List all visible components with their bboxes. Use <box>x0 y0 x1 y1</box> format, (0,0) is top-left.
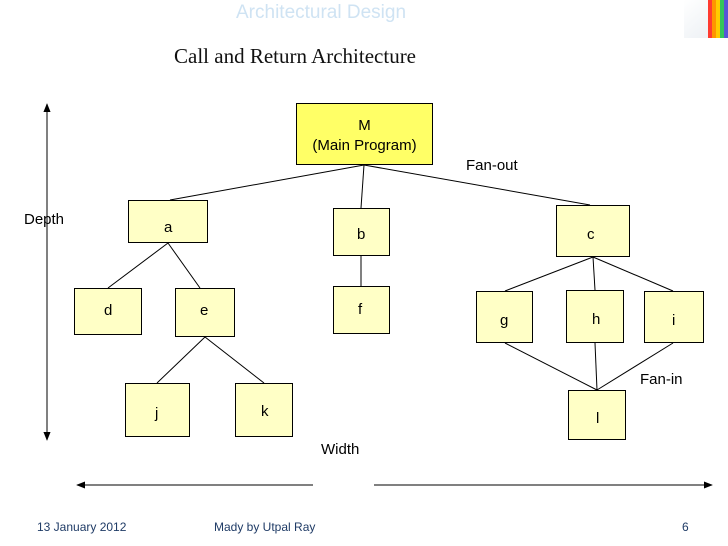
node-d-label: d <box>104 302 113 319</box>
corner-decoration <box>684 0 728 38</box>
node-j: j <box>125 383 190 437</box>
node-e: e <box>175 288 235 337</box>
node-a-label: a <box>164 219 173 236</box>
node-j-label: j <box>155 405 159 422</box>
node-h: h <box>566 290 624 343</box>
node-c-label: c <box>587 226 595 243</box>
node-i-label: i <box>672 312 676 329</box>
node-g-label: g <box>500 312 509 329</box>
edge-g-l <box>504 342 598 391</box>
footer-author: Mady by Utpal Ray <box>214 520 316 534</box>
edge-c-g <box>504 256 594 292</box>
node-d: d <box>74 288 142 335</box>
node-m-main-program: M (Main Program) <box>296 103 433 165</box>
footer-date: 13 January 2012 <box>37 520 127 534</box>
footer-page-number: 6 <box>682 520 689 534</box>
fan-in-label: Fan-in <box>640 371 683 388</box>
node-f: f <box>333 286 390 334</box>
fan-out-label: Fan-out <box>466 157 518 174</box>
edge-e-k <box>204 336 265 384</box>
edge-m-c <box>363 164 591 206</box>
node-m-sublabel: (Main Program) <box>312 137 417 154</box>
node-f-label: f <box>358 301 363 318</box>
slide-banner: Architectural Design <box>236 2 407 23</box>
node-b: b <box>333 208 390 256</box>
node-m-label: M <box>358 117 371 134</box>
node-g: g <box>476 291 533 343</box>
node-h-label: h <box>592 311 601 328</box>
node-i: i <box>644 291 704 343</box>
width-label: Width <box>321 441 360 458</box>
edge-e-j <box>156 336 206 384</box>
node-l-label: l <box>596 410 600 427</box>
node-b-label: b <box>357 226 366 243</box>
slide-title: Call and Return Architecture <box>174 44 417 68</box>
edge-a-e <box>167 242 201 289</box>
node-k-label: k <box>261 403 269 420</box>
edge-m-a <box>169 164 365 201</box>
node-l: l <box>568 390 626 440</box>
edge-c-h <box>592 256 596 291</box>
edge-i-l <box>596 342 674 391</box>
depth-label: Depth <box>24 211 65 228</box>
edge-m-b <box>360 164 365 209</box>
node-e-label: e <box>200 302 209 319</box>
node-k: k <box>235 383 293 437</box>
edge-c-i <box>592 256 674 292</box>
node-a: a <box>128 200 208 243</box>
node-c: c <box>556 205 630 257</box>
edge-a-d <box>107 242 169 289</box>
edge-h-l <box>594 342 598 391</box>
